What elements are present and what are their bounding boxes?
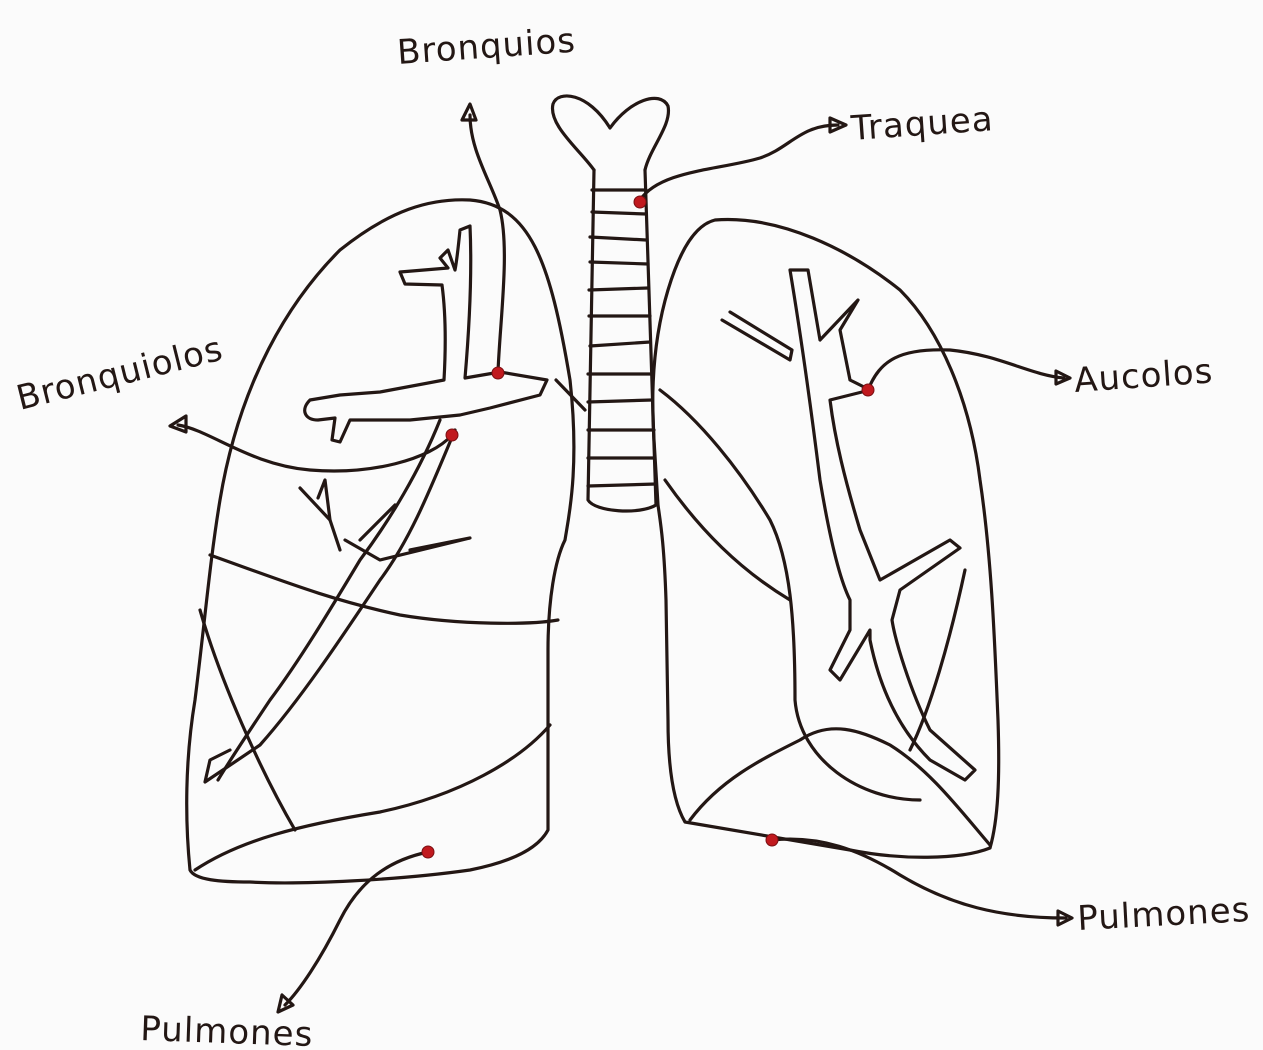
left-lung — [187, 200, 585, 883]
trachea-marker — [634, 196, 646, 208]
label-bronquios: Bronquios — [396, 21, 577, 73]
alveoli-marker — [862, 384, 874, 396]
trachea — [552, 96, 668, 511]
right-lung — [653, 220, 999, 858]
label-pulmones-left: Pulmones — [140, 1009, 314, 1050]
bronchi-marker — [492, 367, 504, 379]
right-lung-marker — [766, 834, 778, 846]
label-alveolos: Aucolos — [1073, 351, 1215, 401]
label-bronquiolos: Bronquiolos — [13, 329, 228, 419]
label-pulmones-right: Pulmones — [1076, 890, 1251, 939]
label-traquea: Traquea — [849, 99, 995, 149]
left-lung-marker — [422, 846, 434, 858]
bronchioles-marker — [446, 429, 458, 441]
